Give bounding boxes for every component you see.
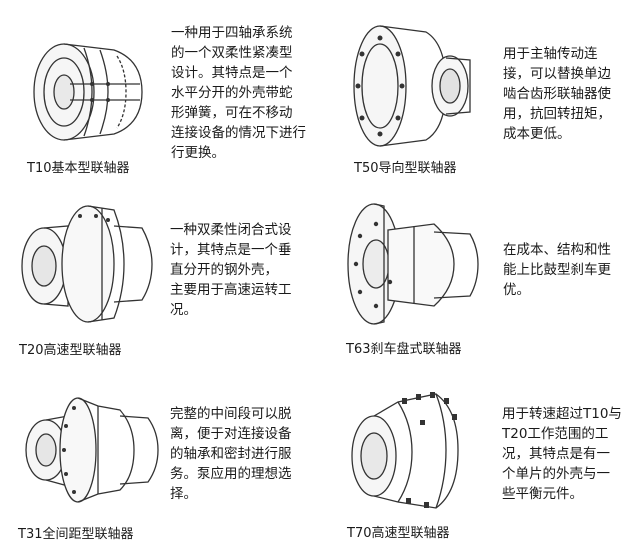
description-line: 的轴承和密封进行服: [170, 446, 292, 462]
description-line: 连接设备的情况下进行: [171, 125, 306, 141]
description-line: 在成本、结构和性: [503, 242, 611, 258]
t20-caption: T20高速型联轴器: [19, 343, 122, 358]
t70-description: 用于转速超过T10与 T20工作范围的工 况，其特点是有一 个单片的外壳与一 些…: [502, 404, 622, 504]
description-line: 设计。其特点是一个: [171, 65, 293, 81]
description-line: 个单片的外壳与一: [502, 466, 610, 482]
t10-caption: T10基本型联轴器: [27, 161, 130, 176]
t50-description: 用于主轴传动连 接，可以替换单边 啮合齿形联轴器使 用，抗回转扭矩， 成本更低。: [503, 44, 611, 144]
description-line: 成本更低。: [503, 126, 571, 142]
description-line: 直分开的钢外壳，: [170, 262, 278, 278]
description-line: 水平分开的外壳带蛇: [171, 85, 293, 101]
t63-description: 在成本、结构和性 能上比鼓型刹车更 优。: [503, 240, 611, 300]
description-line: 接，可以替换单边: [503, 66, 611, 82]
description-line: 一种双柔性闭合式设: [170, 222, 292, 238]
description-line: 况。: [170, 302, 197, 318]
t31-caption: T31全间距型联轴器: [18, 527, 134, 542]
description-line: 些平衡元件。: [502, 486, 583, 502]
description-line: 择。: [170, 486, 197, 502]
description-line: 况，其特点是有一: [502, 446, 610, 462]
description-line: 完整的中间段可以脱: [170, 406, 292, 422]
t50-caption: T50导向型联轴器: [354, 161, 457, 176]
description-line: 的一个双柔性紧凑型: [171, 45, 293, 61]
t10-description: 一种用于四轴承系统 的一个双柔性紧凑型 设计。其特点是一个 水平分开的外壳带蛇 …: [171, 23, 306, 163]
t20-description: 一种双柔性闭合式设 计，其特点是一个垂 直分开的钢外壳， 主要用于高速运转工 况…: [170, 220, 292, 320]
t50-coupling-illustration: [342, 14, 482, 154]
description-line: T20工作范围的工: [502, 426, 609, 442]
description-line: 能上比鼓型刹车更: [503, 262, 611, 278]
description-line: 啮合齿形联轴器使: [503, 86, 611, 102]
t63-caption: T63刹车盘式联轴器: [346, 342, 462, 357]
description-line: 务。泵应用的理想选: [170, 466, 292, 482]
description-line: 优。: [503, 282, 530, 298]
t31-description: 完整的中间段可以脱 离，便于对连接设备 的轴承和密封进行服 务。泵应用的理想选 …: [170, 404, 292, 504]
t31-coupling-illustration: [12, 386, 162, 516]
description-line: 行更换。: [171, 145, 225, 161]
t63-coupling-illustration: [338, 202, 483, 332]
t70-coupling-illustration: [340, 384, 470, 519]
description-line: 形弹簧，可在不移动: [171, 105, 293, 121]
description-line: 用于主轴传动连: [503, 46, 598, 62]
description-line: 一种用于四轴承系统: [171, 25, 293, 41]
t70-caption: T70高速型联轴器: [347, 526, 450, 541]
description-line: 用，抗回转扭矩，: [503, 106, 611, 122]
description-line: 计，其特点是一个垂: [170, 242, 292, 258]
t10-coupling-illustration: [22, 20, 150, 155]
description-line: 离，便于对连接设备: [170, 426, 292, 442]
description-line: 主要用于高速运转工: [170, 282, 292, 298]
description-line: 用于转速超过T10与: [502, 406, 622, 422]
t20-coupling-illustration: [10, 196, 160, 336]
